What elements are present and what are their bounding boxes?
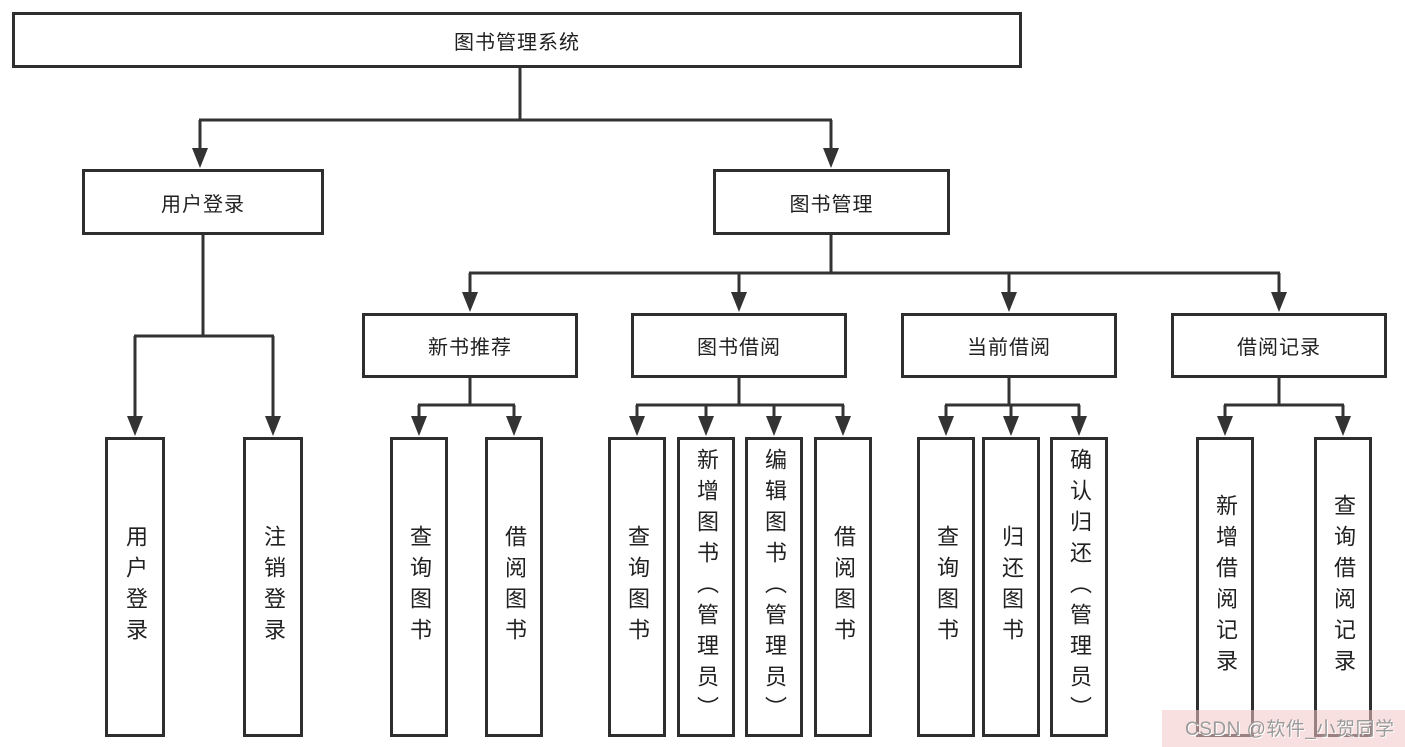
node-label: 图书管理	[789, 193, 874, 216]
node-user-login: 用户登录	[82, 169, 324, 235]
leaf-bb-borrow-books: 借阅图书	[814, 437, 872, 737]
node-label: 归还图书	[999, 525, 1024, 649]
leaf-br-add-borrow-record: 新增借阅记录	[1196, 437, 1254, 737]
node-label: 用户登录	[161, 193, 245, 216]
leaf-br-query-borrow-record: 查询借阅记录	[1314, 437, 1372, 737]
leaf-bb-query-books: 查询图书	[608, 437, 666, 737]
node-book-management: 图书管理	[713, 169, 950, 235]
leaf-nb-query-books: 查询图书	[390, 437, 448, 737]
csdn-watermark: CSDN @软件_小贺同学	[1185, 719, 1395, 740]
node-label: 编辑图书（管理员）	[762, 447, 787, 727]
node-label: 注销登录	[261, 525, 286, 649]
node-label: 新增借阅记录	[1213, 494, 1238, 680]
leaf-nb-borrow-books: 借阅图书	[485, 437, 543, 737]
leaf-cb-confirm-return-admin: 确认归还（管理员）	[1050, 437, 1108, 737]
node-library-management-system: 图书管理系统	[12, 12, 1022, 68]
node-current-borrowing: 当前借阅	[901, 313, 1117, 378]
node-label: 借阅图书	[831, 525, 856, 649]
node-label: 新增图书（管理员）	[694, 447, 719, 727]
node-label: 查询图书	[407, 525, 432, 649]
node-label: 查询借阅记录	[1331, 494, 1356, 680]
arrowheads	[127, 148, 1351, 436]
node-label: 确认归还（管理员）	[1067, 447, 1092, 727]
node-label: 当前借阅	[967, 337, 1051, 359]
leaf-cb-return-books: 归还图书	[982, 437, 1040, 737]
leaf-bb-edit-books-admin: 编辑图书（管理员）	[745, 437, 803, 737]
node-label: 图书借阅	[697, 337, 781, 359]
node-book-borrowing: 图书借阅	[631, 313, 847, 378]
leaf-cb-query-books: 查询图书	[917, 437, 975, 737]
node-label: 用户登录	[123, 525, 148, 649]
node-label: 查询图书	[934, 525, 959, 649]
leaf-bb-add-books-admin: 新增图书（管理员）	[677, 437, 735, 737]
leaf-user-login: 用户登录	[105, 437, 165, 737]
node-label: 借阅记录	[1237, 337, 1321, 359]
watermark-background	[1162, 710, 1405, 747]
node-label: 借阅图书	[502, 525, 527, 649]
node-label: 查询图书	[625, 525, 650, 649]
leaf-logout: 注销登录	[243, 437, 303, 737]
node-label: 图书管理系统	[454, 31, 580, 54]
node-new-book-recommendation: 新书推荐	[362, 313, 578, 378]
node-borrowing-records: 借阅记录	[1171, 313, 1387, 378]
node-label: 新书推荐	[428, 337, 512, 359]
